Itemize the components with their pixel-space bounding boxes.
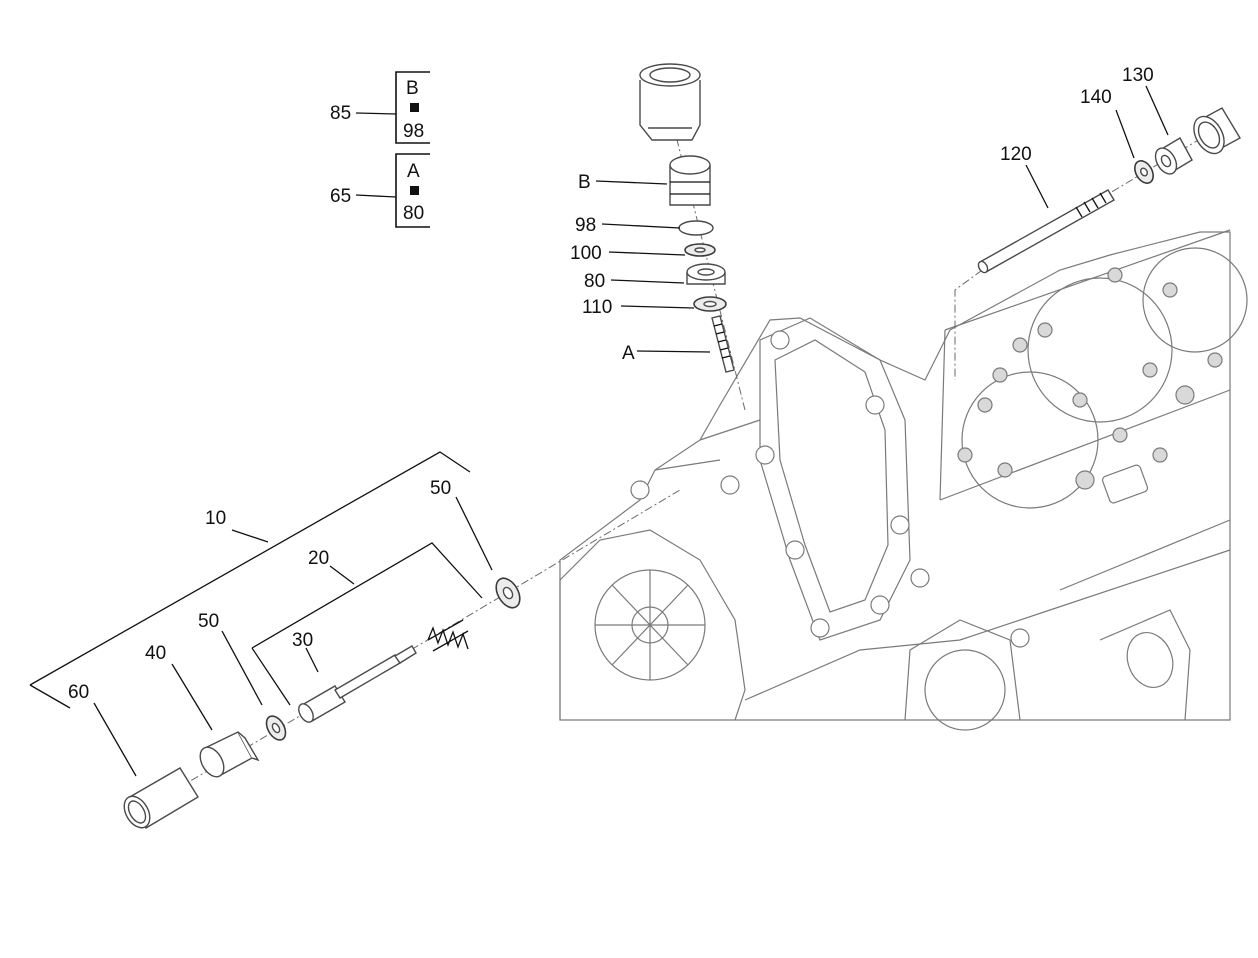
callout-98: 98 — [575, 215, 596, 236]
callout-10: 10 — [205, 508, 226, 529]
part-valve-piston — [298, 645, 417, 723]
callout-100: 100 — [570, 243, 602, 264]
callout-85: 85 — [330, 103, 351, 124]
kit-a-letter: A — [407, 161, 420, 182]
part-rod — [977, 189, 1115, 274]
callout-b: B — [578, 172, 591, 193]
leader-lines — [29, 85, 1169, 777]
callout-30: 30 — [292, 630, 313, 651]
callout-140: 140 — [1080, 87, 1112, 108]
kit-frame-b — [395, 71, 430, 144]
kit-b-part: 98 — [403, 121, 424, 142]
part-washer-140 — [1134, 160, 1154, 184]
callout-60: 60 — [68, 682, 89, 703]
part-nut-130 — [1154, 137, 1193, 175]
callout-labels: 10 20 30 40 50 50 60 85 65 B 98 A 80 B 9… — [68, 65, 1154, 703]
engine-block-illustration — [559, 229, 1248, 731]
part-washer-100 — [684, 243, 716, 257]
kit-a-part: 80 — [403, 203, 424, 224]
part-b-assembly — [669, 155, 711, 206]
part-spring — [427, 619, 469, 652]
part-sleeve — [123, 767, 199, 829]
part-washer-110 — [693, 296, 727, 312]
part-cap — [639, 63, 701, 141]
callout-50-lower: 50 — [198, 611, 219, 632]
callout-a: A — [622, 343, 635, 364]
part-nut-80 — [686, 263, 726, 285]
part-washer-upper — [495, 577, 521, 609]
callout-130: 130 — [1122, 65, 1154, 86]
callout-50-upper: 50 — [430, 478, 451, 499]
part-washer-lower — [265, 715, 287, 741]
part-plug — [199, 731, 260, 778]
kit-b-letter: B — [406, 78, 419, 99]
callout-40: 40 — [145, 643, 166, 664]
callout-80: 80 — [584, 271, 605, 292]
kit-frame-a — [395, 153, 430, 228]
callout-120: 120 — [1000, 144, 1032, 165]
part-cap-ring — [1193, 107, 1241, 155]
callout-110: 110 — [582, 297, 612, 318]
part-o-ring — [678, 220, 714, 236]
callout-65: 65 — [330, 186, 351, 207]
part-stud-a — [711, 315, 735, 373]
callout-20: 20 — [308, 548, 329, 569]
